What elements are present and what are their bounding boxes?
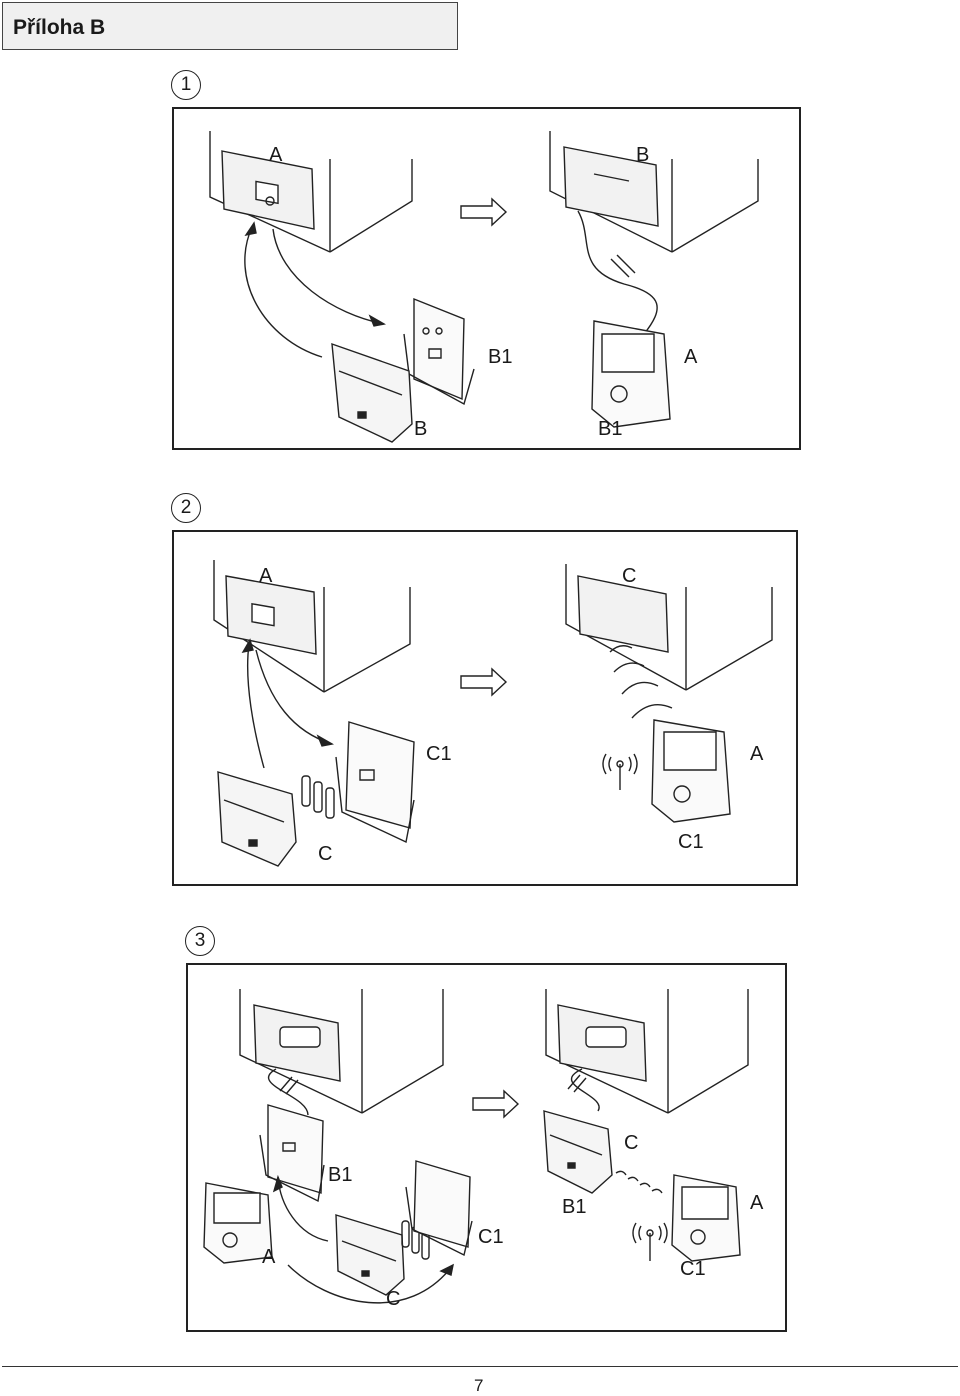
boiler-right-control-panel <box>564 147 658 226</box>
step-1-number: 1 <box>171 70 201 100</box>
boiler-knob <box>266 197 274 205</box>
step-2-illustration <box>174 532 798 886</box>
label-b-top: B <box>636 144 650 166</box>
arrow-curve-in <box>273 229 384 324</box>
label-c-left: C <box>386 1288 401 1310</box>
page-number: 7 <box>474 1376 484 1395</box>
appendix-title: Příloha B <box>13 16 106 39</box>
label-c1-left: C1 <box>478 1226 504 1248</box>
battery-2 <box>314 782 322 812</box>
label-c1-right: C1 <box>680 1258 706 1280</box>
label-b-bottom: B <box>414 418 428 440</box>
connecting-cable <box>578 211 657 334</box>
label-a-right: A <box>750 1192 764 1214</box>
label-a-left: A <box>262 1246 276 1268</box>
bracket-c1-left <box>414 1161 470 1247</box>
label-c-top: C <box>622 565 637 587</box>
appendix-header: Příloha B <box>2 2 458 50</box>
room-unit-c-right <box>544 1111 612 1193</box>
label-c1-bottom: C1 <box>678 831 704 853</box>
room-unit-b <box>332 344 412 442</box>
step-3-number: 3 <box>185 926 215 956</box>
label-a-top: A <box>269 144 283 166</box>
wall-bracket-c1 <box>346 722 414 828</box>
battery-3 <box>326 788 334 818</box>
label-b1-right: B1 <box>562 1196 587 1218</box>
label-c-right: C <box>624 1132 639 1154</box>
boiler-display <box>256 181 278 203</box>
label-b1-mid: B1 <box>488 346 513 368</box>
step-2-panel: A C C1 A C C1 <box>172 530 798 886</box>
wireless-wave-1 <box>610 646 632 652</box>
step-1-illustration <box>174 109 801 450</box>
label-b1-bottom: B1 <box>598 418 623 440</box>
wireless-wave-2 <box>614 663 644 672</box>
label-c1-mid: C1 <box>426 743 452 765</box>
label-a-mid: A <box>750 743 764 765</box>
step-3-illustration <box>188 965 787 1332</box>
room-unit-c <box>218 772 296 866</box>
transition-arrow-1 <box>461 199 506 225</box>
label-a-top: A <box>259 565 273 587</box>
wireless-wave-3 <box>622 682 658 694</box>
boiler-left-outline <box>210 131 330 252</box>
wireless-signal <box>616 1171 662 1193</box>
label-c-bottom: C <box>318 843 333 865</box>
footer-rule <box>2 1366 958 1367</box>
wireless-wave-4 <box>632 705 672 718</box>
step-3-panel: B1 A C C1 C B1 A C1 <box>186 963 787 1332</box>
arrow-curve-out <box>245 227 322 357</box>
battery-1 <box>302 776 310 806</box>
label-b1-left: B1 <box>328 1164 353 1186</box>
step-2-number: 2 <box>171 493 201 523</box>
step-1-panel: A B B1 A B B1 <box>172 107 801 450</box>
label-a-mid: A <box>684 346 698 368</box>
room-unit-c-left <box>336 1215 404 1295</box>
